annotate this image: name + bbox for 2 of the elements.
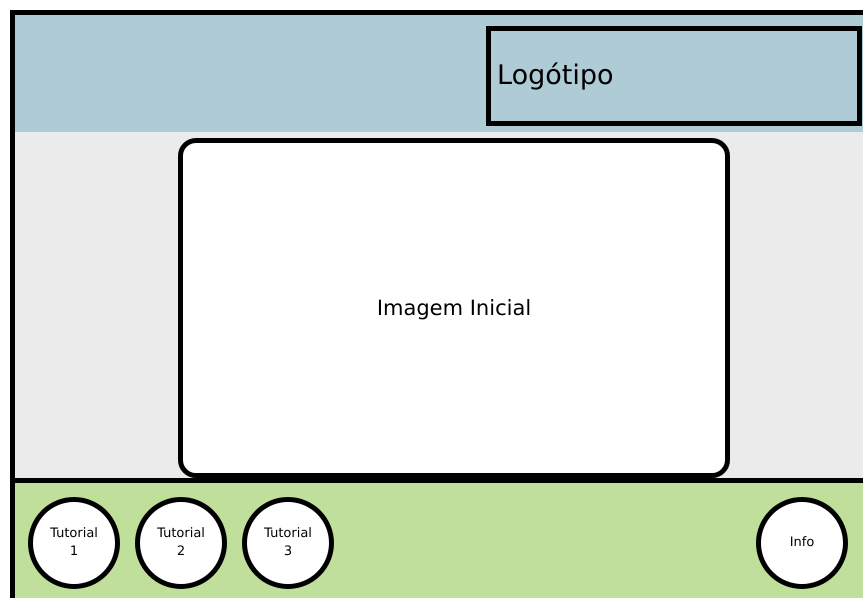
header-text-box: Logótipo <box>486 26 862 126</box>
image-panel: Imagem Inicial <box>178 138 730 478</box>
